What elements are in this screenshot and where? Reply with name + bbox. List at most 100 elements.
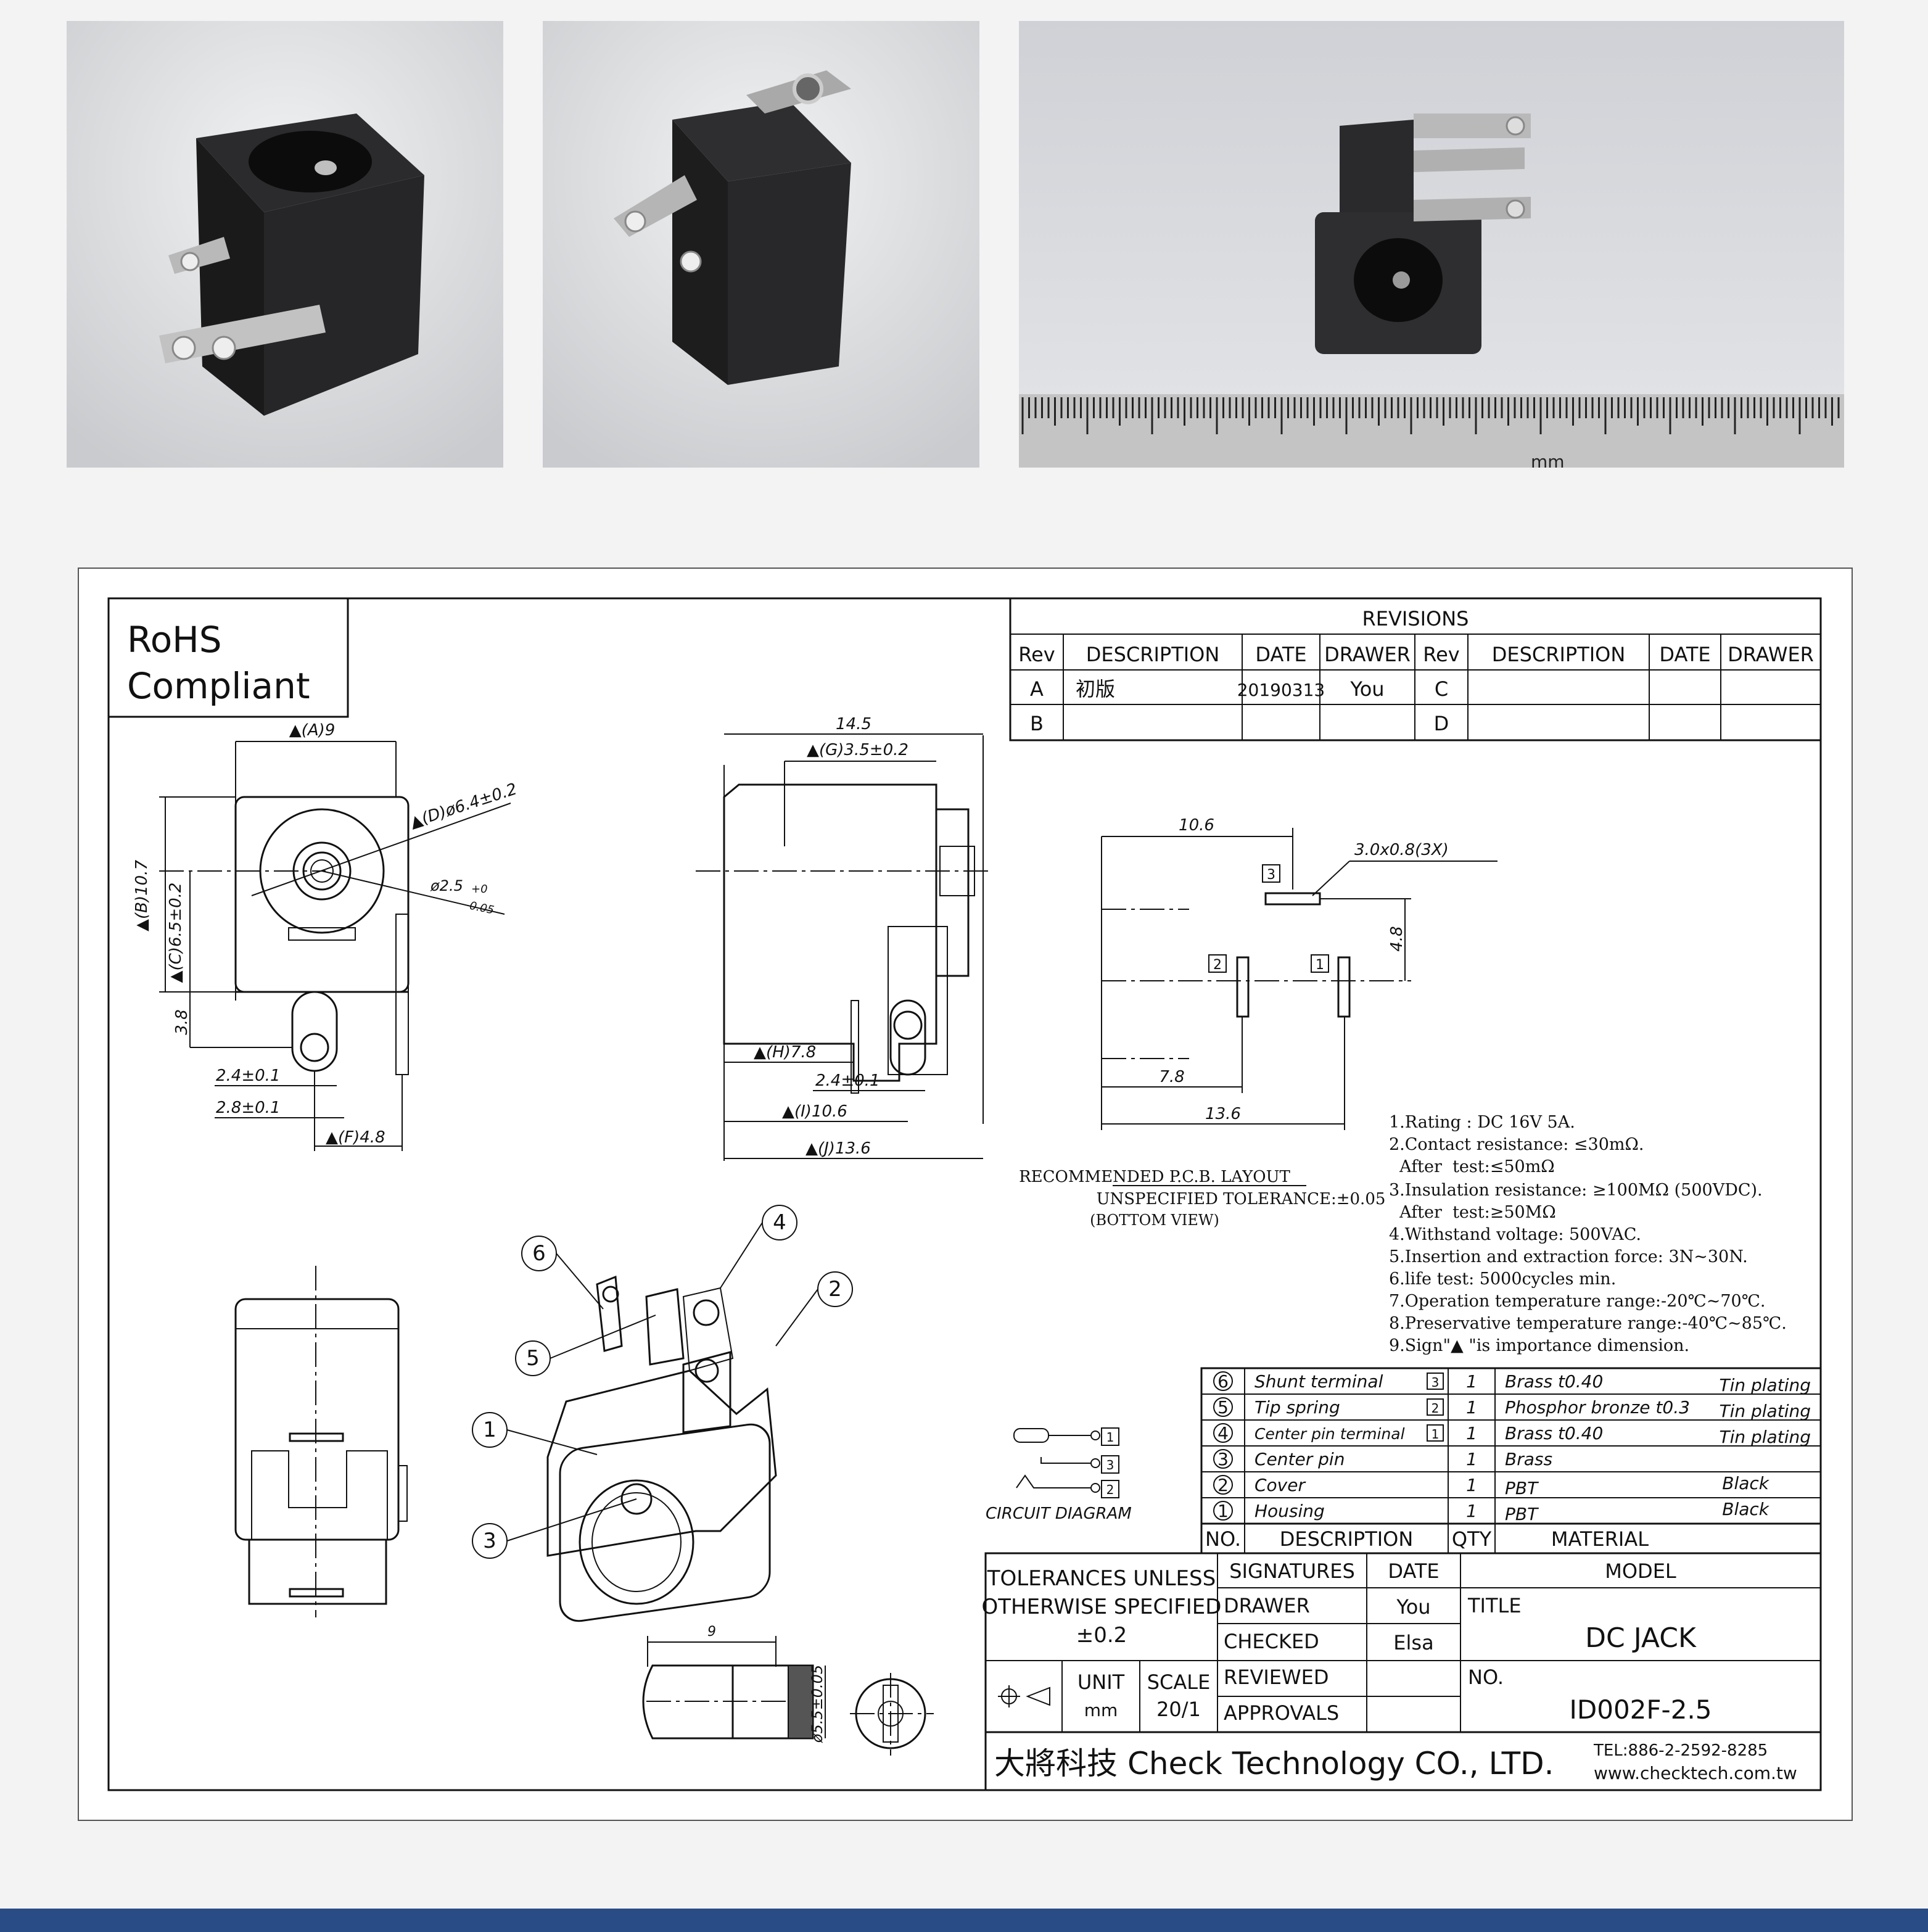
bom-no-3: 3 — [1217, 1449, 1229, 1469]
spec-3b: After test:≥50MΩ — [1389, 1203, 1556, 1222]
rev-header-6: DESCRIPTION — [1492, 643, 1626, 666]
pcb-pad-1: 1 — [1316, 957, 1324, 973]
ruler-ticks — [1021, 397, 1840, 434]
company-name-en: Check Technology CO., LTD. — [1127, 1746, 1554, 1781]
plug-detail: 9 ø5.5±0.05 — [642, 1624, 934, 1756]
company-tel: TEL:886-2-2592-8285 — [1593, 1741, 1768, 1760]
product-photo-1 — [67, 21, 503, 468]
unit-value: mm — [1084, 1700, 1118, 1720]
bom-header-material: MATERIAL — [1551, 1527, 1649, 1551]
title-block: TOLERANCES UNLESS OTHERWISE SPECIFIED ±0… — [982, 1552, 1822, 1791]
spec-9: 9.Sign"▲ "is importance dimension. — [1389, 1336, 1689, 1355]
bom-no-4: 4 — [1217, 1423, 1229, 1443]
drawing-canvas: RoHS Compliant REVISIONS Rev DESCRIPTION… — [107, 597, 1822, 1791]
dim-2-4: 2.4±0.1 — [216, 1067, 280, 1085]
dim-2-8: 2.8±0.1 — [216, 1099, 280, 1117]
pcb-caption-3: (BOTTOM VIEW) — [1090, 1212, 1219, 1229]
company-name-cn: 大將科技 — [994, 1746, 1118, 1781]
bom-qty-1: 1 — [1466, 1501, 1477, 1521]
technical-drawing-sheet: RoHS Compliant REVISIONS Rev DESCRIPTION… — [78, 568, 1853, 1821]
rev-b-rev: B — [1030, 712, 1044, 735]
bom-desc-6: Shunt terminal — [1254, 1371, 1383, 1392]
side-view: 14.5 ▲(G)3.5±0.2 ▲(H)7.8 2.4±0.1 ▲(I)10.… — [696, 715, 992, 1161]
dim-pin-plus: +0 — [471, 883, 488, 896]
bom-finish-2: Black — [1722, 1473, 1770, 1493]
rev-header-5: Rev — [1423, 643, 1459, 666]
product-photo-2 — [543, 21, 979, 468]
bom-finish-6: Tin plating — [1719, 1375, 1811, 1395]
drawing-border — [107, 597, 1822, 1791]
rev-a-desc: 初版 — [1076, 677, 1115, 701]
scale-value: 20/1 — [1156, 1698, 1201, 1721]
company-web: www.checktech.com.tw — [1594, 1763, 1797, 1783]
bom-desc-5: Tip spring — [1254, 1397, 1340, 1418]
tolerance-line2: OTHERWISE SPECIFIED — [982, 1595, 1222, 1619]
bom-qty-3: 1 — [1466, 1449, 1477, 1469]
detail-dim-dia: ø5.5±0.05 — [809, 1665, 826, 1743]
pcb-dim-10-6: 10.6 — [1179, 816, 1214, 835]
bom-pin-4: 1 — [1432, 1427, 1440, 1442]
rev-header-4: DRAWER — [1324, 643, 1411, 666]
dim-14-5: 14.5 — [836, 715, 871, 733]
detail-dim-9: 9 — [707, 1624, 716, 1640]
dim-h: ▲(H)7.8 — [754, 1043, 816, 1062]
pcb-pad-3: 3 — [1267, 867, 1275, 883]
rev-header-7: DATE — [1659, 643, 1710, 666]
pcb-layout: 10.6 3 2 1 3.0x0.8(3X) 4.8 7.8 13.6 RECO… — [1019, 816, 1497, 1229]
dim-c: ▲(C)6.5±0.2 — [167, 883, 185, 983]
circuit-label: CIRCUIT DIAGRAM — [986, 1505, 1132, 1523]
unit-label: UNIT — [1077, 1670, 1125, 1694]
callout-1: 1 — [483, 1418, 496, 1442]
tolerance-value: ±0.2 — [1076, 1623, 1127, 1648]
rev-a-rev: A — [1030, 677, 1044, 701]
dim-i: ▲(I)10.6 — [782, 1102, 847, 1121]
bom-header-desc: DESCRIPTION — [1280, 1527, 1414, 1551]
spec-7: 7.Operation temperature range:-20℃~70℃. — [1389, 1292, 1765, 1311]
bom-header-no: NO. — [1205, 1527, 1241, 1551]
bom-desc-4: Center pin terminal — [1254, 1425, 1405, 1443]
bom-mat-4: Brass t0.40 — [1505, 1423, 1603, 1443]
rev-a-date: 20190313 — [1237, 680, 1325, 700]
bom-qty-6: 1 — [1466, 1371, 1477, 1392]
model-label: MODEL — [1605, 1559, 1676, 1583]
rev-d-rev: D — [1434, 712, 1449, 735]
rev-header-8: DRAWER — [1728, 643, 1814, 666]
signature-date-header: DATE — [1388, 1559, 1439, 1583]
bom-desc-1: Housing — [1254, 1501, 1325, 1521]
callout-6: 6 — [532, 1241, 546, 1266]
circuit-pin-1: 1 — [1106, 1430, 1114, 1445]
spec-5: 5.Insertion and extraction force: 3N~30N… — [1389, 1247, 1748, 1266]
title-value: DC JACK — [1585, 1622, 1697, 1654]
spec-2b: After test:≤50mΩ — [1389, 1157, 1555, 1176]
spec-1: 1.Rating : DC 16V 5A. — [1389, 1113, 1575, 1132]
callout-4: 4 — [773, 1210, 786, 1235]
bom-finish-5: Tin plating — [1719, 1401, 1811, 1421]
dim-j: ▲(J)13.6 — [805, 1139, 871, 1158]
signatures-header: SIGNATURES — [1229, 1559, 1355, 1583]
sig-role-checked: CHECKED — [1224, 1630, 1319, 1653]
pcb-pad-2: 2 — [1213, 957, 1222, 973]
dim-b: ▲(B)10.7 — [133, 860, 151, 931]
no-value: ID002F-2.5 — [1570, 1695, 1712, 1725]
bom-qty-4: 1 — [1466, 1423, 1477, 1443]
dim-f: ▲(F)4.8 — [326, 1128, 385, 1147]
spec-8: 8.Preservative temperature range:-40℃~85… — [1389, 1314, 1787, 1333]
circuit-pin-2: 2 — [1106, 1482, 1114, 1497]
bom-finish-1: Black — [1722, 1499, 1770, 1519]
bom-table: 6 Shunt terminal 3 1 Brass t0.40 Tin pla… — [1200, 1367, 1822, 1554]
circuit-diagram: 1 3 2 CIRCUIT DIAGRAM — [986, 1427, 1132, 1523]
sig-role-drawer: DRAWER — [1224, 1594, 1310, 1617]
bom-desc-3: Center pin — [1254, 1449, 1345, 1469]
bom-pin-5: 2 — [1432, 1401, 1440, 1416]
projection-symbol-icon — [998, 1685, 1050, 1707]
spec-4: 4.Withstand voltage: 500VAC. — [1389, 1225, 1641, 1244]
sig-name-drawer: You — [1396, 1595, 1430, 1619]
photo-1-image — [67, 21, 503, 468]
footer-bar — [0, 1909, 1928, 1932]
callout-3: 3 — [483, 1529, 496, 1553]
dim-pin: ø2.5 — [430, 877, 463, 894]
bom-mat-5: Phosphor bronze t0.3 — [1505, 1397, 1690, 1418]
pcb-caption-1: RECOMMENDED P.C.B. LAYOUT — [1019, 1168, 1290, 1186]
bom-no-1: 1 — [1217, 1501, 1229, 1521]
rev-header-1: Rev — [1018, 643, 1055, 666]
